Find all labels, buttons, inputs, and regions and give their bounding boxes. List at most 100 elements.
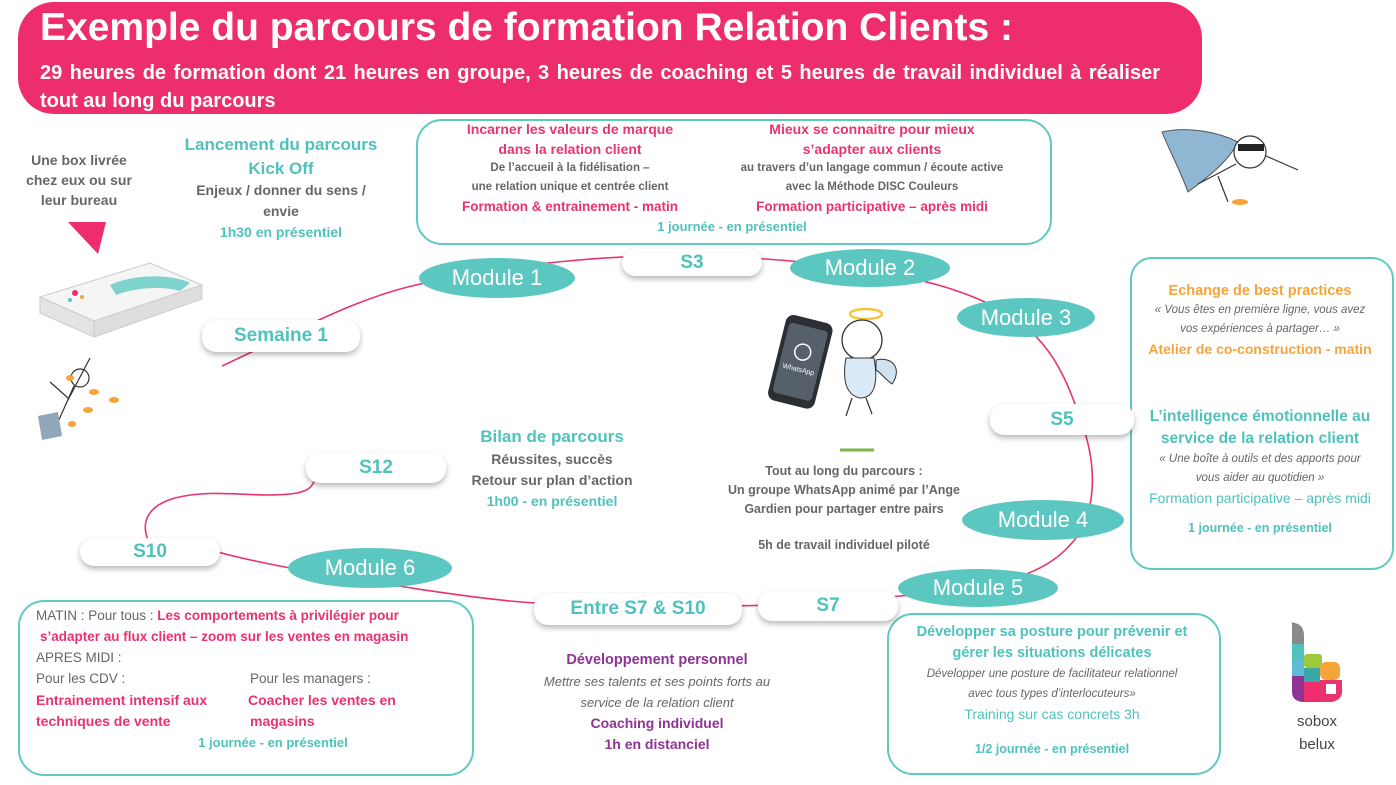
whatsapp-text-line: Gardien pour partager entre pairs (744, 502, 944, 516)
module4-quote-line: vous aider au quotidien » (1195, 472, 1325, 484)
module6-cdv-topic-line: Entrainement intensif aux (36, 692, 208, 708)
box-delivery-text: Une box livrée chez eux ou sur leur bure… (14, 150, 144, 210)
module6-cdv-topic: Entrainement intensif aux techniques de … (36, 690, 207, 732)
module1-desc-line: De l’accueil à la fidélisation – (490, 162, 650, 174)
module3-quote-line: vos expériences à partager… » (1180, 323, 1340, 335)
header-banner: Exemple du parcours de formation Relatio… (18, 2, 1202, 114)
module1-content: Incarner les valeurs de marque dans la r… (420, 119, 720, 217)
modules-3-4-duration: 1 journée - en présentiel (1188, 521, 1332, 535)
milestone-s3: S3 (622, 249, 762, 276)
coaching-desc-line: service de la relation client (580, 695, 734, 710)
whatsapp-individual-work: 5h de travail individuel piloté (758, 538, 930, 552)
module5-desc-line: avec tous types d’interlocuteurs» (968, 688, 1136, 700)
stick-figure-coins-illustration (38, 357, 119, 440)
coaching-duration: 1h en distanciel (604, 736, 710, 752)
module1-desc-line: une relation unique et centrée client (471, 181, 669, 193)
milestone-s12: S12 (306, 453, 446, 483)
box-delivery-line: leur bureau (40, 192, 118, 208)
launch-duration: 1h30 en présentiel (219, 224, 343, 240)
module5-content: Développer sa posture pour prévenir et g… (888, 622, 1216, 758)
module6-morning-topic: Les comportements à privilégier pour (157, 608, 399, 623)
module5-format: Training sur cas concrets 3h (964, 706, 1140, 722)
launch-desc-line: envie (263, 203, 299, 219)
module2-title-line: Mieux se connaitre pour mieux (769, 121, 975, 137)
page-subtitle: 29 heures de formation dont 21 heures en… (40, 62, 1160, 112)
modules-1-2-box (416, 119, 1052, 245)
module1-format: Formation & entrainement - matin (461, 199, 679, 214)
module2-format: Formation participative – après midi (756, 199, 988, 214)
coaching-format: Coaching individuel (590, 715, 724, 731)
module6-cdv-label: Pour les CDV : (36, 671, 126, 686)
coaching-desc-line: Mettre ses talents et ses points forts a… (543, 674, 771, 689)
modules-1-2-duration: 1 journée - en présentiel (657, 219, 807, 234)
module2-content: Mieux se connaitre pour mieux s’adapter … (712, 119, 1032, 217)
module4-content: L’intelligence émotionnelle au service d… (1132, 406, 1388, 537)
module5-title-line: Développer sa posture pour prévenir et (916, 624, 1188, 640)
module5-duration: 1/2 journée - en présentiel (974, 742, 1130, 756)
module-2-node: Module 2 (790, 249, 950, 287)
milestone-s7: S7 (758, 591, 898, 621)
bilan-block: Bilan de parcours Réussites, succès Reto… (440, 425, 664, 512)
module6-morning-topic-2: s’adapter au flux client – zoom sur les … (40, 629, 409, 644)
module3-format: Atelier de co-construction - matin (1148, 341, 1372, 357)
modules-3-4-box (1130, 257, 1394, 570)
launch-desc-line: Enjeux / donner du sens / (196, 182, 366, 198)
sobox-logo-icon (1292, 622, 1342, 702)
module3-content: Echange de best practices « Vous êtes en… (1132, 281, 1388, 359)
whatsapp-text-line: Tout au long du parcours : (765, 464, 923, 478)
bilan-title: Bilan de parcours (480, 427, 624, 446)
module-3-node: Module 3 (957, 298, 1095, 337)
module2-desc-line: au travers d’un langage commun / écoute … (740, 162, 1004, 174)
box-delivery-line: chez eux ou sur (26, 172, 132, 188)
milestone-s5: S5 (990, 404, 1134, 435)
module6-managers-topic-line: Coacher les ventes en (248, 692, 396, 708)
milestone-s10: S10 (80, 538, 220, 566)
module6-afternoon-label: APRES MIDI : (36, 650, 122, 665)
bilan-desc-line: Réussites, succès (491, 451, 613, 467)
module6-managers-label: Pour les managers : (250, 671, 371, 686)
box-delivery-line: Une box livrée (31, 152, 127, 168)
module4-quote-line: « Une boîte à outils et des apports pour (1159, 453, 1361, 465)
module6-box (18, 600, 474, 776)
module5-title-line: gérer les situations délicates (952, 645, 1152, 661)
launch-title: Lancement du parcours (184, 135, 378, 154)
launch-block: Lancement du parcours Kick Off Enjeux / … (170, 133, 392, 243)
launch-kickoff: Kick Off (248, 159, 314, 178)
module1-title-line: dans la relation client (498, 141, 642, 157)
module6-morning-label: MATIN : Pour tous : (36, 608, 158, 623)
coaching-block: Développement personnel Mettre ses talen… (512, 650, 802, 755)
module6-managers-topic: Coacher les ventes en magasins (248, 690, 396, 732)
module3-title: Echange de best practices (1168, 283, 1352, 299)
page-title: Exemple du parcours de formation Relatio… (40, 6, 1014, 49)
milestone-semaine1: Semaine 1 (202, 320, 360, 352)
coaching-title: Développement personnel (566, 652, 748, 668)
module2-title-line: s’adapter aux clients (802, 141, 942, 157)
module3-quote-line: « Vous êtes en première ligne, vous avez (1154, 304, 1366, 316)
module5-desc-line: Développer une posture de facilitateur r… (926, 668, 1178, 680)
superhero-illustration (1161, 129, 1299, 205)
module4-format: Formation participative – après midi (1149, 490, 1371, 506)
logo-region: belux (1299, 736, 1335, 753)
module6-content: MATIN : Pour tous : Les comportements à … (36, 605, 468, 668)
module5-box (887, 613, 1221, 775)
bilan-desc-line: Retour sur plan d’action (471, 472, 633, 488)
module-6-node: Module 6 (288, 548, 452, 588)
module4-title-line: service de la relation client (1160, 430, 1360, 447)
milestone-s7-s10: Entre S7 & S10 (534, 593, 742, 625)
whatsapp-text-line: Un groupe WhatsApp animé par l’Ange (728, 483, 960, 497)
module1-title-line: Incarner les valeurs de marque (466, 121, 674, 137)
whatsapp-angel-illustration: WhatsApp (768, 307, 897, 452)
box-illustration (38, 262, 204, 338)
module2-desc-line: avec la Méthode DISC Couleurs (785, 181, 959, 193)
module6-cdv-topic-line: techniques de vente (36, 713, 171, 729)
logo-brand: sobox (1296, 713, 1338, 730)
module-5-node: Module 5 (898, 569, 1058, 607)
bilan-duration: 1h00 - en présentiel (486, 493, 618, 509)
whatsapp-text: Tout au long du parcours : Un groupe Wha… (722, 462, 966, 555)
pointer-triangle-icon (68, 222, 106, 254)
module-1-node: Module 1 (419, 258, 575, 298)
module4-title-line: L’intelligence émotionnelle au (1149, 408, 1371, 425)
module6-managers-topic-line: magasins (250, 713, 315, 729)
module-4-node: Module 4 (962, 500, 1124, 540)
module6-duration: 1 journée - en présentiel (198, 735, 348, 750)
